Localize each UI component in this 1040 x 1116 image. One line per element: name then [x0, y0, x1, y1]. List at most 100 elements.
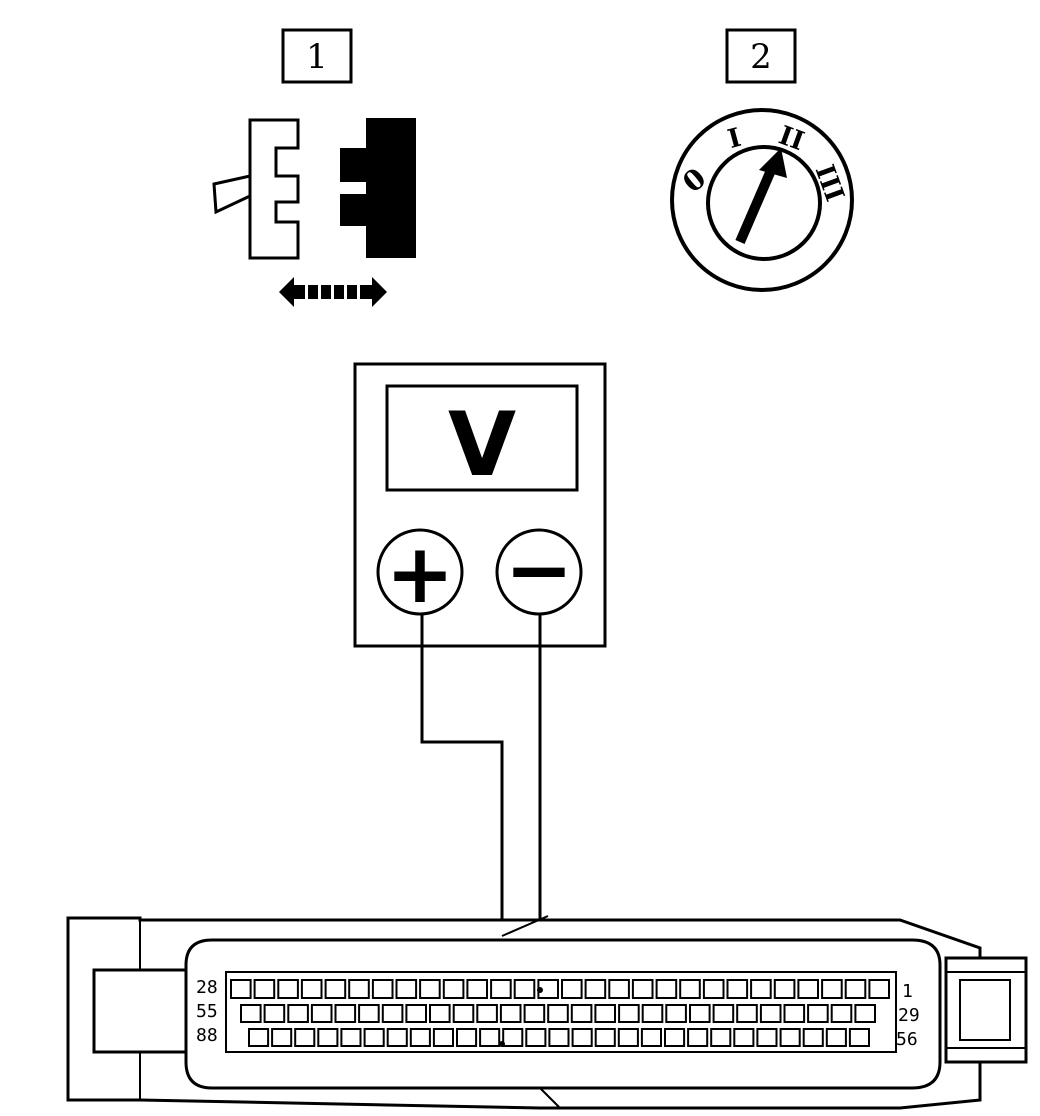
pin-cavity: [571, 1028, 593, 1047]
pin-cavity: [689, 1004, 711, 1023]
pin-cavity: [617, 1028, 639, 1047]
connector-latch-left: [92, 968, 188, 1054]
pin-cavity: [502, 1028, 524, 1047]
pin-cavity: [726, 979, 749, 999]
pin-cavity: [442, 979, 465, 999]
pin-cavity: [523, 1004, 546, 1023]
key-pointer-icon: [735, 148, 787, 244]
pin-cavity: [317, 1028, 339, 1047]
pin-cavity: [618, 1004, 640, 1023]
negative-lead-contact: [537, 987, 543, 993]
pin-cavity: [807, 1004, 829, 1023]
step-1-badge: 1: [281, 28, 353, 84]
pin-cavity: [310, 1004, 333, 1023]
pin-cavity: [358, 1004, 380, 1023]
pin-cavity: [405, 1004, 427, 1023]
pin-cavity: [712, 1004, 735, 1023]
row-label-left-1: 28: [196, 977, 218, 998]
pin-cavity: [687, 1028, 709, 1047]
voltmeter: V + −: [353, 362, 607, 648]
positive-terminal-label: +: [386, 527, 455, 622]
pin-cavity: [499, 1004, 522, 1023]
pin-cavity: [253, 979, 276, 999]
pin-cavity: [548, 1028, 570, 1047]
row-label-left-3: 88: [196, 1025, 218, 1046]
pin-cavity: [409, 1028, 431, 1047]
row-label-right-2: 29: [898, 1005, 920, 1026]
pin-cavity: [348, 979, 370, 999]
pin-cavity: [334, 1004, 357, 1023]
pin-cavity: [386, 1028, 408, 1047]
ignition-key-icon: 0 I II III: [670, 108, 854, 292]
voltmeter-display: [385, 384, 579, 492]
pin-cavity: [783, 1004, 806, 1023]
pin-cavity: [802, 1028, 824, 1047]
pin-cavity: [547, 1004, 569, 1023]
pin-cavity: [395, 979, 418, 999]
voltmeter-unit-label: V: [448, 393, 516, 496]
pin-cavity: [287, 1004, 309, 1023]
connector-latch-right: [944, 956, 1028, 1064]
pin-cavity: [756, 1028, 778, 1047]
step-1-label: 1: [306, 37, 328, 77]
pin-cavity: [825, 1028, 847, 1047]
positive-terminal: +: [376, 527, 464, 622]
positive-lead-contact: [499, 1041, 505, 1047]
pin-cavity: [594, 1004, 617, 1023]
row-label-right-3: 56: [896, 1029, 918, 1050]
pin-cavity: [710, 1028, 732, 1047]
pin-cavity: [300, 979, 323, 999]
pin-cavity: [271, 1028, 293, 1047]
pin-cavity: [702, 979, 725, 999]
negative-terminal: −: [495, 523, 583, 618]
pin-cavity: [230, 979, 252, 999]
pin-cavity: [456, 1028, 478, 1047]
ecu-connector: 28 55 88 1 29 56: [66, 915, 1028, 1110]
pin-row-1: [230, 979, 891, 999]
pin-cavity: [655, 979, 678, 999]
negative-terminal-label: −: [505, 523, 574, 618]
pin-cavity: [324, 979, 347, 999]
pin-cavity: [371, 979, 394, 999]
pin-cavity: [641, 1004, 664, 1023]
pin-cavity: [490, 979, 512, 999]
double-arrow-icon: [279, 277, 387, 307]
pin-cavity: [525, 1028, 547, 1047]
pin-cavity: [479, 1028, 501, 1047]
row-label-right-1: 1: [902, 981, 913, 1002]
pin-cavity: [868, 979, 891, 999]
pin-cavity: [513, 979, 536, 999]
pin-cavity: [733, 1028, 755, 1047]
pin-cavity: [419, 979, 441, 999]
pin-cavity: [750, 979, 772, 999]
pin-cavity: [631, 979, 654, 999]
pin-cavity: [429, 1004, 451, 1023]
pin-cavity: [594, 1028, 616, 1047]
pin-cavity: [779, 1028, 801, 1047]
pin-cavity: [830, 1004, 853, 1023]
pin-cavity: [263, 1004, 286, 1023]
pin-cavity: [854, 1004, 877, 1023]
step-2-badge: 2: [725, 28, 797, 84]
positive-lead: [420, 614, 504, 1044]
pin-cavity: [240, 1004, 262, 1023]
pin-cavity: [773, 979, 796, 999]
pin-cavity: [759, 1004, 782, 1023]
step-2-label: 2: [750, 37, 772, 77]
row-label-left-2: 55: [196, 1001, 218, 1022]
pin-cavity: [476, 1004, 498, 1023]
pin-cavity: [608, 979, 630, 999]
pin-cavity: [665, 1004, 687, 1023]
pin-cavity: [561, 979, 583, 999]
pin-cavity: [570, 1004, 593, 1023]
pin-cavity: [844, 979, 867, 999]
pin-row-2: [240, 1004, 877, 1023]
pin-cavity: [640, 1028, 663, 1047]
pin-cavity: [821, 979, 843, 999]
pin-cavity: [452, 1004, 475, 1023]
pin-cavity: [432, 1028, 454, 1047]
pin-cavity: [664, 1028, 686, 1047]
pin-cavity: [363, 1028, 385, 1047]
pin-cavity: [848, 1028, 871, 1047]
